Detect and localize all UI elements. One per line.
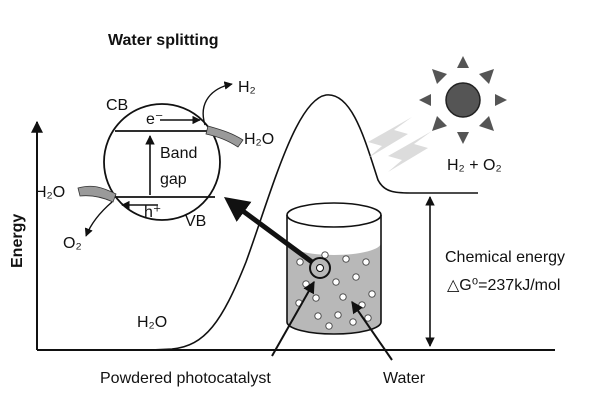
sun-icon xyxy=(419,56,507,144)
h2o-in-left xyxy=(77,185,117,203)
axis-label: Energy xyxy=(9,214,26,268)
h2o-in-right xyxy=(205,125,244,148)
chemical-energy-label: Chemical energy xyxy=(445,249,565,266)
energy-curve xyxy=(149,94,478,351)
h2o-left-label: H₂O xyxy=(35,184,65,201)
band-diagram xyxy=(103,103,221,221)
products-label: H₂ + O₂ xyxy=(447,157,502,174)
diagram-title: Water splitting xyxy=(108,32,219,49)
water-beaker xyxy=(286,202,382,335)
cb-label: CB xyxy=(106,97,128,114)
light-rays-icon xyxy=(368,117,432,172)
water-label: Water xyxy=(383,370,426,387)
o2-product-label: O₂ xyxy=(63,235,82,252)
water-pointer xyxy=(351,301,393,361)
photocatalyst-pointer xyxy=(271,280,315,357)
h2o-reactant-label: H₂O xyxy=(137,314,167,331)
h2-evolution-arrow xyxy=(202,81,233,126)
h2o-right-label: H₂O xyxy=(244,131,274,148)
band-gap-line2: gap xyxy=(160,171,187,188)
gibbs-energy-value: △G⁰=237kJ/mol xyxy=(447,277,560,294)
o2-evolution-arrow xyxy=(84,201,113,237)
band-gap-line1: Band xyxy=(160,145,197,162)
zoom-arrow xyxy=(223,197,314,265)
vb-label: VB xyxy=(185,213,206,230)
highlighted-particle xyxy=(309,257,331,279)
h2-product-label: H₂ xyxy=(238,79,256,96)
hole-label: h⁺ xyxy=(144,204,161,221)
electron-label: e⁻ xyxy=(146,111,163,128)
photocatalyst-label: Powdered photocatalyst xyxy=(100,370,271,387)
